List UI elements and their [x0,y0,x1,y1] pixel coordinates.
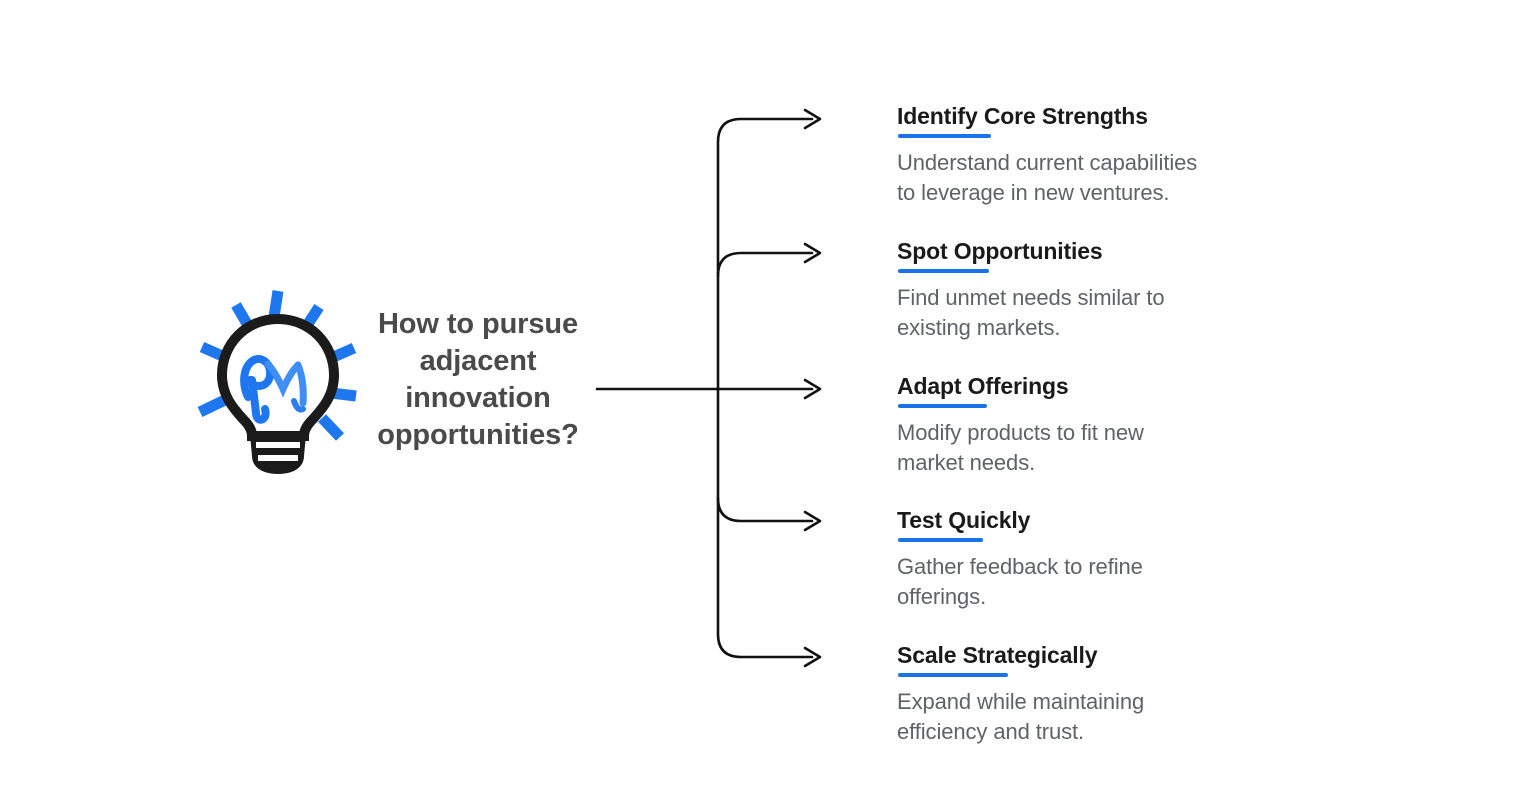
branch-heading: Scale Strategically [897,642,1098,677]
page-title-line-3: innovation [405,382,551,414]
branch-description-line-2: existing markets. [897,315,1061,340]
center-node: How to pursue adjacent innovation opport… [186,280,586,480]
branch-underline [898,673,1008,677]
branch-underline [898,134,991,138]
branch-description-line-1: Understand current capabilities [897,150,1198,175]
lightbulb-graphic [197,290,357,474]
branch-description-line-2: offerings. [897,584,987,609]
arrowhead-3 [803,378,822,400]
arrowhead-2 [803,242,822,264]
branch-description-line-2: market needs. [897,450,1036,475]
page-title-line-4: opportunities? [377,419,579,451]
branch-description-line-1: Gather feedback to refine [897,554,1143,579]
lightbulb-icon [186,285,372,475]
bulb-base-slot-2 [258,455,298,461]
branch-description-line-1: Modify products to fit new [897,420,1144,445]
branch-heading: Identify Core Strengths [897,103,1148,138]
branch-description: Expand while maintaining efficiency and … [897,687,1257,747]
branch-item-adapt-offerings[interactable]: Adapt Offerings Modify products to fit n… [897,373,1317,478]
branch-item-spot-opportunities[interactable]: Spot Opportunities Find unmet needs simi… [897,238,1317,343]
branch-description-line-2: efficiency and trust. [897,719,1085,744]
branch-item-identify-core-strengths[interactable]: Identify Core Strengths Understand curre… [897,103,1317,208]
bulb-base-slot-1 [256,442,300,448]
branch-description-line-1: Expand while maintaining [897,689,1145,714]
branch-underline [898,269,989,273]
connector-branch-4 [716,387,814,523]
branch-underline [898,404,987,408]
page-title-line-2: adjacent [419,345,537,377]
branch-heading: Spot Opportunities [897,238,1103,273]
branch-underline [898,538,983,542]
bulb-base [250,435,306,474]
arrowhead-4 [803,510,822,532]
branch-heading: Adapt Offerings [897,373,1069,408]
branch-heading-text: Adapt Offerings [897,373,1069,399]
connector-branch-1 [716,117,814,391]
branch-heading-text: Scale Strategically [897,642,1098,668]
connector-branch-2 [716,251,814,278]
branch-description: Gather feedback to refine offerings. [897,552,1257,612]
branch-heading-text: Identify Core Strengths [897,103,1148,129]
page-title: How to pursue adjacent innovation opport… [372,306,586,454]
branch-item-test-quickly[interactable]: Test Quickly Gather feedback to refine o… [897,507,1317,612]
branch-description: Find unmet needs similar to existing mar… [897,283,1257,343]
branch-heading: Test Quickly [897,507,1031,542]
branch-heading-text: Test Quickly [897,507,1031,533]
branch-item-scale-strategically[interactable]: Scale Strategically Expand while maintai… [897,642,1317,747]
branch-description: Understand current capabilities to lever… [897,148,1257,208]
branch-heading-text: Spot Opportunities [897,238,1103,264]
branch-description-line-1: Find unmet needs similar to [897,285,1165,310]
connector-branch-5 [716,496,814,659]
branch-description-line-2: to leverage in new ventures. [897,180,1170,205]
blue-m-brushstroke-logo [240,355,307,424]
page-title-line-1: How to pursue [377,308,579,340]
branch-description: Modify products to fit new market needs. [897,418,1257,478]
arrowhead-5 [803,646,822,668]
arrowhead-1 [803,108,822,130]
